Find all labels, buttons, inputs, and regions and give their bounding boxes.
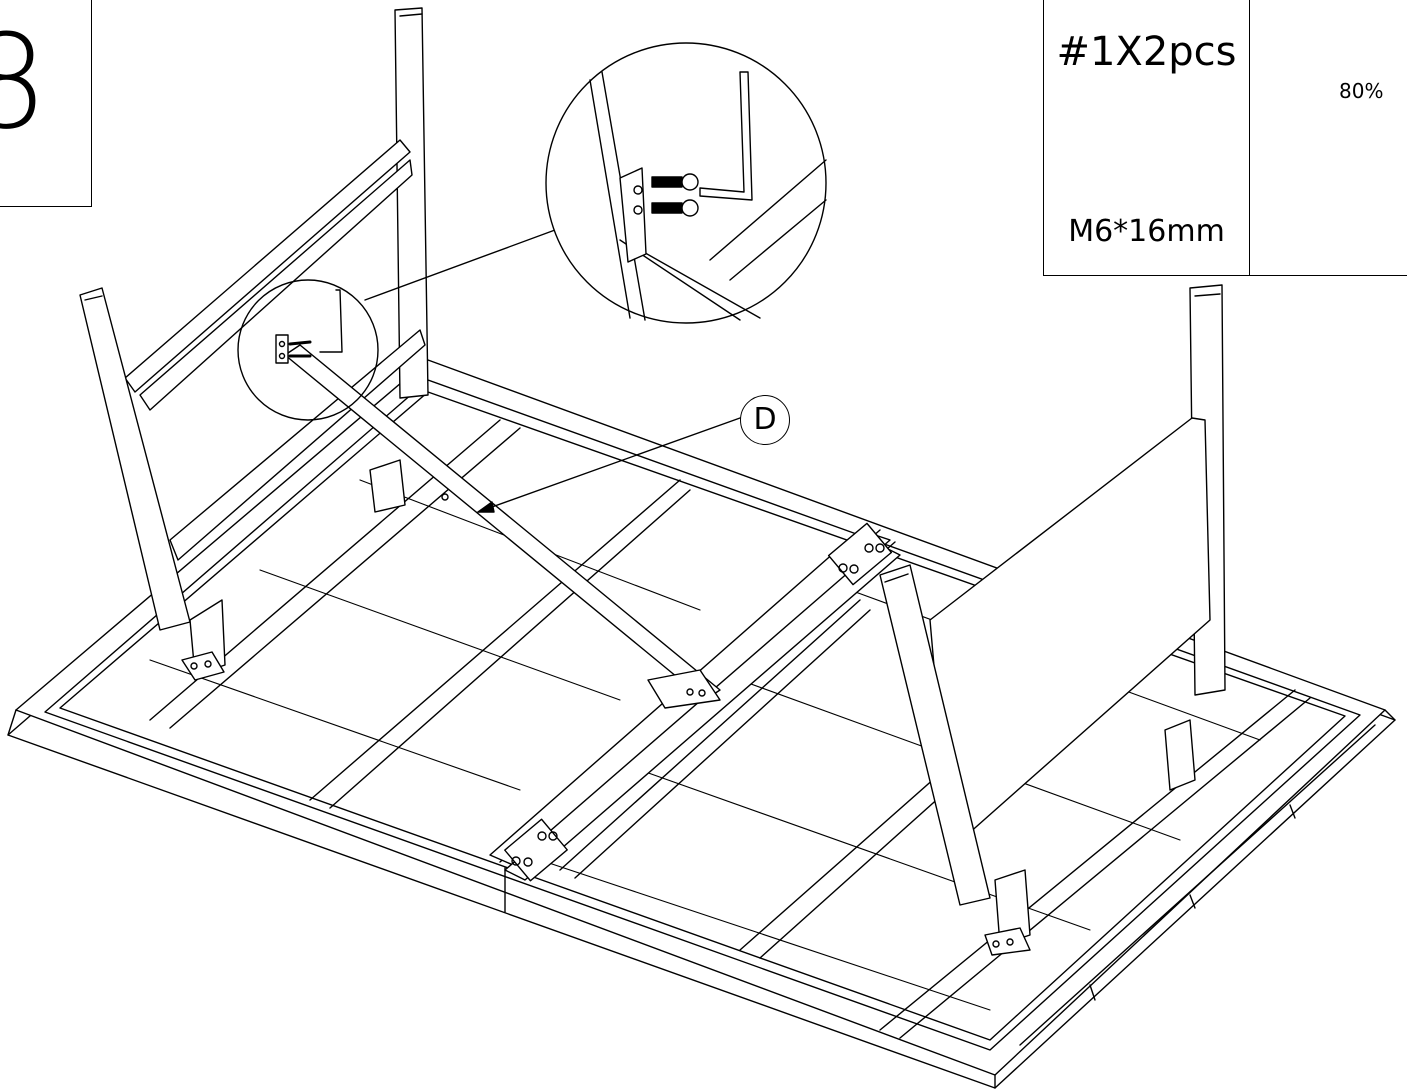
left-leg	[79, 7, 429, 681]
callout-arrow	[477, 417, 741, 513]
part-callout-d: D	[740, 395, 790, 445]
diagonal-brace-d	[284, 344, 721, 709]
hardware-quantity: #1X2pcs	[1056, 29, 1237, 75]
detail-leader-line	[364, 229, 556, 301]
hardware-divider	[1249, 0, 1250, 275]
detail-magnified-circle	[545, 42, 827, 324]
step-number: 8	[0, 17, 48, 147]
allen-key-icon	[699, 71, 753, 201]
detail-source-circle	[237, 279, 379, 421]
tighten-percent: 80%	[1339, 79, 1384, 103]
bolt-icon	[651, 173, 699, 217]
hardware-panel: #1X2pcs M6*16mm	[1043, 0, 1407, 276]
hardware-size: M6*16mm	[1068, 214, 1225, 249]
right-leg	[879, 284, 1226, 956]
step-number-box: 8	[0, 0, 92, 207]
